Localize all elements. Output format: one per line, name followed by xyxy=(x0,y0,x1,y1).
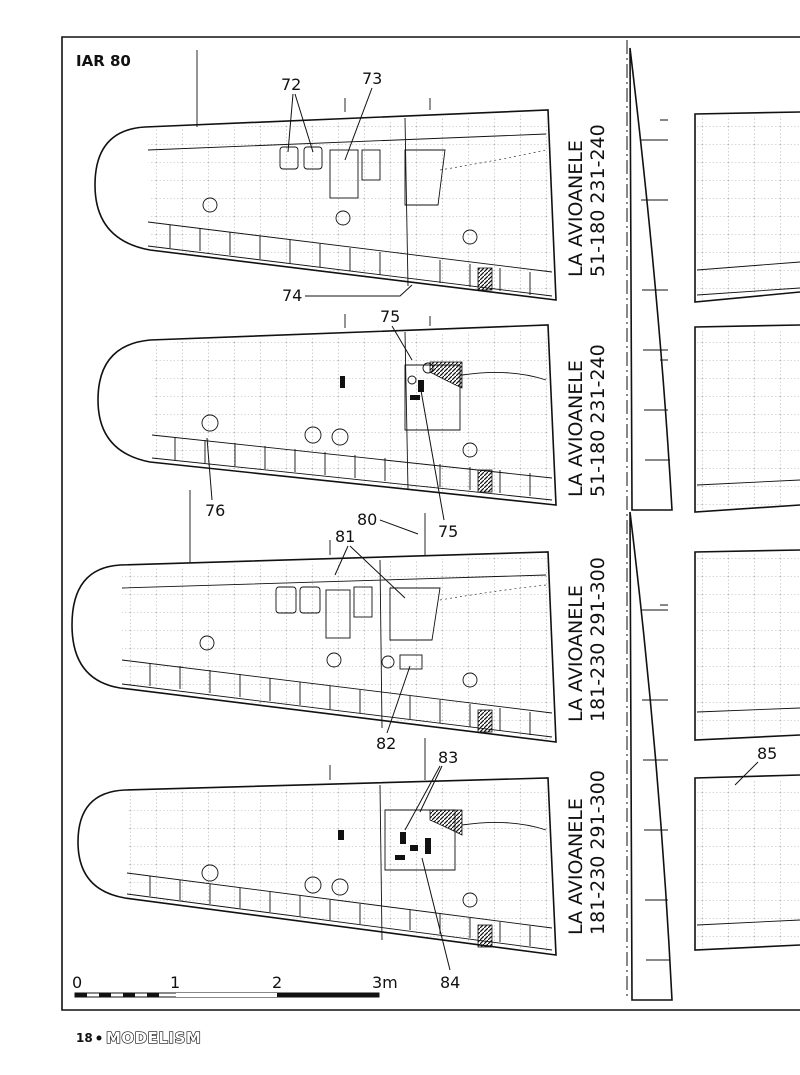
wing-view-2 xyxy=(97,314,557,506)
svg-text:51-180 231-240: 51-180 231-240 xyxy=(587,344,609,497)
svg-text:3m: 3m xyxy=(372,973,398,992)
wing-view-3 xyxy=(71,490,557,743)
svg-text:76: 76 xyxy=(205,501,225,520)
callout-75-bottom: 75 xyxy=(419,384,458,541)
callout-81: 81 xyxy=(334,527,406,599)
svg-text:81: 81 xyxy=(335,527,355,546)
view-4-caption: LA AVIOANELE 181-230 291-300 xyxy=(565,770,609,935)
callout-74: 74 xyxy=(282,284,413,305)
svg-text:82: 82 xyxy=(376,734,396,753)
svg-text:72: 72 xyxy=(281,75,301,94)
svg-text:0: 0 xyxy=(72,973,82,992)
wing-view-4 xyxy=(77,738,557,956)
partial-view-right xyxy=(694,111,800,951)
section-profile-lower xyxy=(629,511,673,1001)
callout-75-top: 75 xyxy=(380,307,413,361)
svg-text:75: 75 xyxy=(380,307,400,326)
callout-83: 83 xyxy=(404,748,458,831)
svg-text:80: 80 xyxy=(357,510,377,529)
scale-bar: 0 1 2 3m xyxy=(72,973,398,998)
drawing-frame xyxy=(61,36,800,1011)
svg-text:LA AVIOANELE: LA AVIOANELE xyxy=(565,360,587,497)
page-number: 18 xyxy=(76,1031,93,1045)
section-profile-upper xyxy=(629,47,673,606)
svg-text:74: 74 xyxy=(282,286,302,305)
svg-text:75: 75 xyxy=(438,522,458,541)
callout-85: 85 xyxy=(734,744,777,786)
svg-text:1: 1 xyxy=(170,973,180,992)
callout-76: 76 xyxy=(205,437,225,520)
svg-text:181-230 291-300: 181-230 291-300 xyxy=(587,557,609,722)
svg-text:2: 2 xyxy=(272,973,282,992)
svg-text:LA AVIOANELE: LA AVIOANELE xyxy=(565,585,587,722)
svg-text:LA AVIOANELE: LA AVIOANELE xyxy=(565,798,587,935)
callout-84: 84 xyxy=(421,857,460,992)
svg-text:51-180 231-240: 51-180 231-240 xyxy=(587,124,609,277)
callout-73: 73 xyxy=(344,69,382,161)
view-1-caption: LA AVIOANELE 51-180 231-240 xyxy=(565,124,609,277)
drawing-title: IAR 80 xyxy=(76,52,131,70)
svg-text:84: 84 xyxy=(440,973,460,992)
brand-logo: MODELISM xyxy=(106,1029,201,1047)
svg-text:73: 73 xyxy=(362,69,382,88)
callout-72: 72 xyxy=(281,75,314,153)
view-2-caption: LA AVIOANELE 51-180 231-240 xyxy=(565,344,609,497)
page-footer: 18 MODELISM xyxy=(76,1028,201,1047)
svg-text:85: 85 xyxy=(757,744,777,763)
wing-view-1 xyxy=(94,50,557,301)
view-3-caption: LA AVIOANELE 181-230 291-300 xyxy=(565,557,609,722)
svg-text:83: 83 xyxy=(438,748,458,767)
callout-82: 82 xyxy=(376,665,411,753)
callout-80: 80 xyxy=(357,510,419,535)
svg-text:181-230 291-300: 181-230 291-300 xyxy=(587,770,609,935)
svg-text:LA AVIOANELE: LA AVIOANELE xyxy=(565,140,587,277)
